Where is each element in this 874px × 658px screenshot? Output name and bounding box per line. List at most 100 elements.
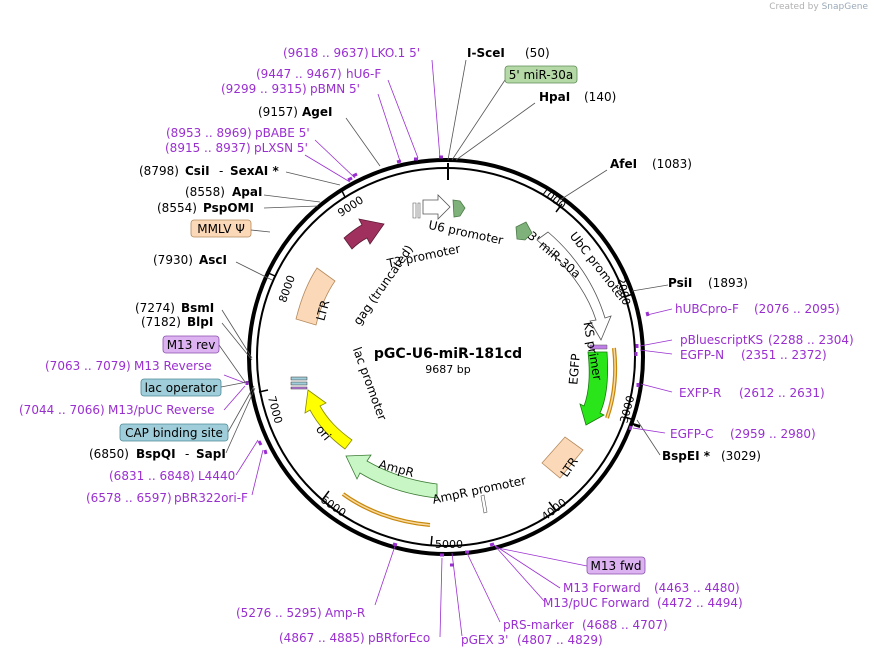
t3-promoter-mark [412,202,421,219]
enzyme-pspOMI-name: PspOMI [203,201,254,215]
primer-m13rev-name: M13 Reverse [134,359,212,373]
primer-l4440-pos: (6831 .. 6848) [109,469,195,483]
primer-pbluescript-name: pBluescriptKS [680,333,763,347]
backbone [247,158,645,556]
gag-label: gag (truncated) [350,242,416,327]
primer-ampr-name: Amp-R [325,606,365,620]
primer-pgex-pos: (4807 .. 4829) [517,633,603,647]
primer-pbr322-pos: (6578 .. 6597) [86,491,172,505]
primer-leader-lines [223,59,673,638]
primer-m13puc-fwd-pos: (4472 .. 4494) [657,596,743,610]
m13-rev-box: M13 rev [167,338,216,352]
primer-prsmarker-name: pRS-marker [503,618,574,632]
gag-arrow [343,218,385,250]
enzyme-ageI-pos: (9157) [258,105,298,119]
tick-2000: 2000 [614,276,633,306]
enzyme-marks [447,163,641,428]
primer-hubcpro-pos: (2076 .. 2095) [754,302,840,316]
primer-pbrforeco-pos: (4867 .. 4885) [279,631,365,645]
enzyme-bspQI-name: BspQI [136,447,176,461]
enzyme-sexAI-name: SexAI * [230,164,279,178]
plasmid-size: 9687 bp [425,363,470,376]
enzyme-bspQI-pos: (6850) [89,447,129,461]
enzyme-bspEI-name: BspEI * [662,449,711,463]
primer-lko1-pos: (9618 .. 9637) [283,46,369,60]
enzyme-ascI-name: AscI [199,253,227,267]
ampr-primer-stripe [341,492,431,527]
enzyme-csiI-name: CsiI [185,164,210,178]
snapgene-credit: Created by SnapGene [769,2,868,12]
primer-pgex-name: pGEX 3' [461,633,508,647]
tick-9000: 9000 [335,193,366,219]
primer-hubcpro-name: hUBCpro-F [675,302,739,316]
primer-plxsn-pos: (8915 .. 8937) [165,141,251,155]
primer-m13rev-pos: (7063 .. 7079) [45,359,131,373]
enzyme-isceI-pos: (50) [525,46,550,60]
enzyme-bspQI-dash: - [185,447,189,461]
box-leaders [218,229,271,433]
u6-promoter-arrow [422,194,451,220]
primer-lko1-name: LKO.1 5' [371,46,420,60]
tick-8000: 8000 [276,274,298,305]
primer-hu6f-name: hU6-F [346,67,381,81]
enzyme-csiI-dash: - [219,164,223,178]
cap-binding-mark [290,381,308,386]
credit-prefix: Created by [769,2,819,12]
primer-prsmarker-pos: (4688 .. 4707) [582,618,668,632]
boxed-labels: 5' miR-30a MMLV Ψ M13 rev lac operator C… [119,65,646,575]
enzyme-apaI-name: ApaI [232,185,262,199]
ltr-left-box [295,267,336,326]
lac-operator-mark [290,376,308,381]
features [290,194,618,527]
mir30a-3-arrow [515,221,533,241]
enzyme-afeI-pos: (1083) [652,157,692,171]
enzyme-bsmI-pos: (7274) [135,301,175,315]
enzyme-afeI-name: AfeI [610,157,637,171]
primer-egfpn-pos: (2351 .. 2372) [741,348,827,362]
mmlv-box: MMLV Ψ [197,222,245,236]
enzyme-bspEI-pos: (3029) [721,449,761,463]
ltr-right-box [541,436,584,479]
primer-pbr322-name: pBR322ori-F [174,491,248,505]
primer-exfpr-pos: (2612 .. 2631) [739,386,825,400]
primer-plxsn-name: pLXSN 5' [254,141,308,155]
primer-m13puc-fwd-name: M13/pUC Forward [543,596,650,610]
enzyme-psiI-pos: (1893) [708,276,748,290]
enzyme-apaI-pos: (8558) [185,185,225,199]
primer-marks [245,155,650,567]
primer-pbrforeco-name: pBRforEco [368,631,430,645]
egfp-label: EGFP [566,353,583,385]
m13-rev-mark [290,386,308,390]
primer-m13fwd-pos: (4463 .. 4480) [654,581,740,595]
scale-ticks [258,188,635,547]
primer-m13puc-rev-pos: (7044 .. 7066) [19,403,105,417]
primer-m13puc-rev-name: M13/pUC Reverse [108,403,215,417]
enzyme-labels: I-SceI (50) HpaI (140) AfeI (1083) PsiI … [89,46,761,463]
ori-arrow [304,389,353,450]
primer-pbmn-name: pBMN 5' [310,82,360,96]
plasmid-name: pGC-U6-miR-181cd [374,346,522,362]
primer-egfpc-name: EGFP-C [670,427,713,441]
leader-lines [221,59,669,456]
primer-pbabe-name: pBABE 5' [255,126,310,140]
enzyme-sapI-name: SapI [196,447,226,461]
ampr-promoter-mark [480,494,488,514]
ks-primer-mark [589,344,608,350]
primer-m13fwd-name: M13 Forward [563,581,641,595]
enzyme-blpI-name: BlpI [187,315,213,329]
primer-exfpr-name: EXFP-R [679,386,721,400]
enzyme-isceI-name: I-SceI [467,46,505,60]
mir30a-5-arrow [452,199,466,218]
enzyme-pspOMI-pos: (8554) [157,201,197,215]
enzyme-psiI-name: PsiI [668,276,692,290]
enzyme-bsmI-name: BsmI [181,301,214,315]
primer-ampr-pos: (5276 .. 5295) [236,606,322,620]
enzyme-hpaI-pos: (140) [584,90,616,104]
primer-pbmn-pos: (9299 .. 9315) [221,82,307,96]
primer-hu6f-pos: (9447 .. 9467) [256,67,342,81]
ampr-promoter-label: AmpR promoter [431,473,527,507]
enzyme-ascI-pos: (7930) [153,253,193,267]
ltr-left-label: LTR [313,299,332,323]
cap-binding-box: CAP binding site [125,426,223,440]
